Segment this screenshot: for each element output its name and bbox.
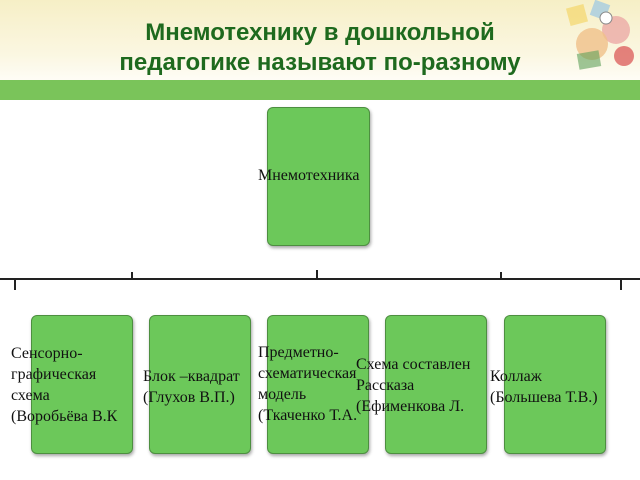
root-node-label: Мнемотехника: [258, 167, 360, 184]
child-node-box-2: [149, 315, 251, 454]
connector-tick-4: [500, 272, 502, 280]
page-title: Мнемотехнику в дошкольной педагогике наз…: [40, 18, 600, 78]
header-divider-band: [0, 80, 640, 100]
title-line-1: Мнемотехнику в дошкольной: [145, 19, 495, 46]
decorative-clipart-icon: [565, 0, 634, 70]
child-node-label-2: Блок –квадрат (Глухов В.П.): [143, 368, 240, 406]
child-node-label-1: Сенсорно- графическая схема (Воробьёва В…: [11, 345, 118, 425]
connector-tick-root: [316, 270, 318, 280]
child-node-label-5: Коллаж (Большева Т.В.): [490, 368, 598, 406]
connector-line: [0, 278, 640, 280]
title-line-2: педагогике называют по-разному: [119, 49, 521, 76]
connector-tick-1: [14, 280, 16, 290]
child-node-label-4: Схема составлен Рассказа (Ефименкова Л.: [356, 356, 471, 415]
child-node-box-1: [31, 315, 133, 454]
connector-tick-2: [131, 272, 133, 280]
child-node-label-3: Предметно- схематическая модель (Ткаченк…: [258, 344, 358, 424]
root-node-box: [267, 107, 370, 246]
child-node-box-5: [504, 315, 606, 454]
child-node-box-4: [385, 315, 487, 454]
connector-tick-5: [620, 280, 622, 290]
child-node-box-3: [267, 315, 369, 454]
header-background: [0, 0, 640, 92]
